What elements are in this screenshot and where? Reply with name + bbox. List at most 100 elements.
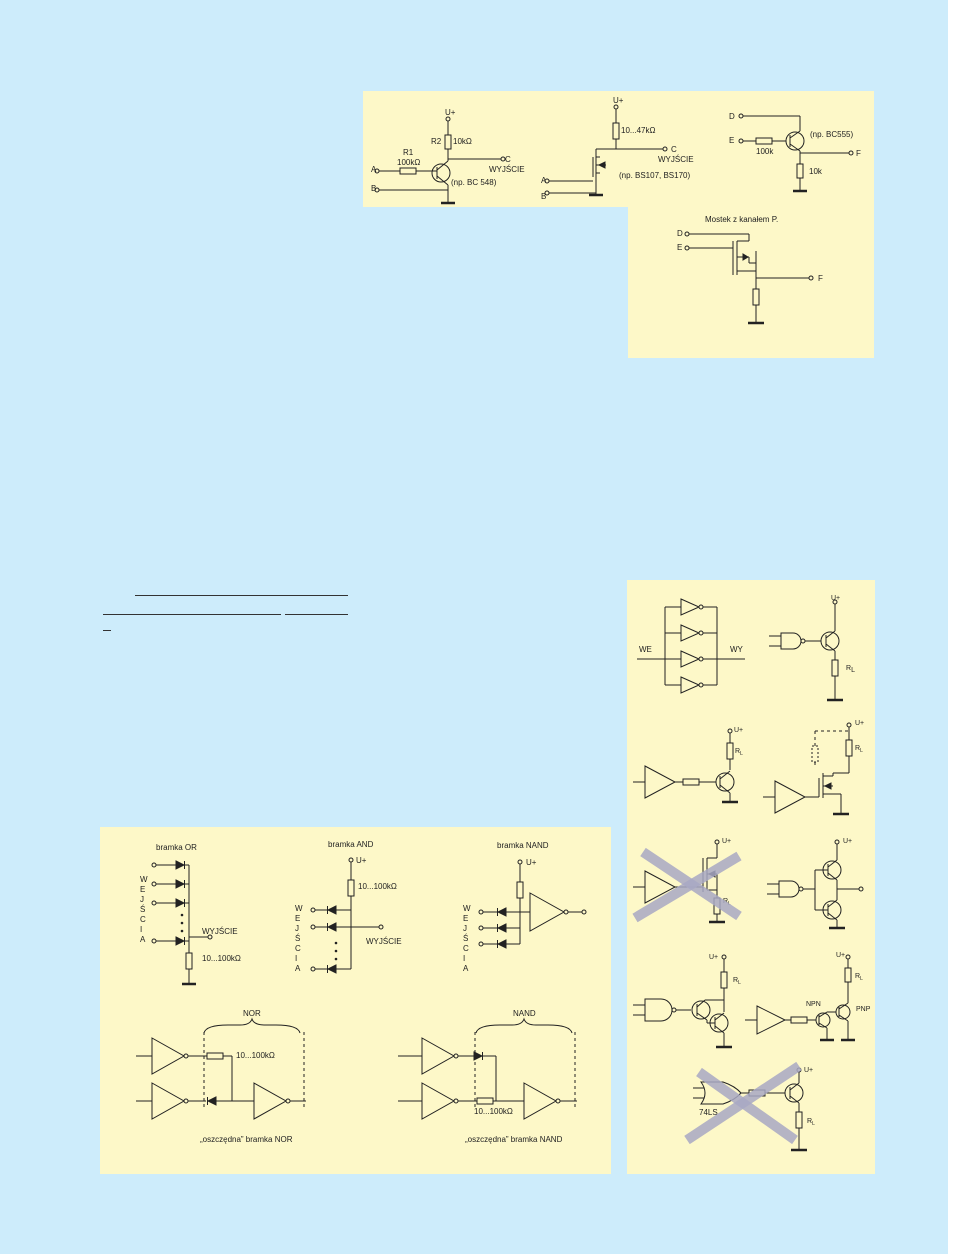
- mos-r-value: 10...47kΩ: [621, 126, 655, 135]
- mos-out-label: WYJŚCIE: [658, 155, 694, 164]
- npn-in-a: A: [371, 165, 377, 174]
- pch-out-f: F: [818, 274, 823, 283]
- svg-text:I: I: [140, 925, 142, 934]
- pnp-out-f: F: [856, 149, 861, 158]
- nor2-r-value: 10...100kΩ: [236, 1051, 275, 1060]
- pnp-in-d: D: [729, 112, 735, 121]
- npn-label: NPN: [806, 1001, 821, 1008]
- rl-label-2: R: [735, 748, 740, 755]
- pnp-in-e: E: [729, 136, 734, 145]
- right-margin-strip: [948, 0, 977, 1254]
- svg-text:RL: RL: [735, 748, 743, 757]
- svg-text:W: W: [295, 904, 303, 913]
- svg-text:Ś: Ś: [295, 934, 300, 943]
- r2-label: R2: [431, 137, 442, 146]
- pnp-label: PNP: [856, 1006, 871, 1013]
- ic-label: 74LS: [699, 1108, 718, 1117]
- svg-text:I: I: [295, 954, 297, 963]
- mos-part: (np. BS107, BS170): [619, 171, 690, 180]
- nand2-caption: „oszczędna” bramka NAND: [465, 1135, 563, 1144]
- and-vplus: U+: [356, 856, 367, 865]
- and-title: bramka AND: [328, 840, 374, 849]
- rl-sub-3: L: [860, 748, 863, 754]
- npn-vplus-label: U+: [445, 108, 456, 117]
- r1-label: R1: [403, 148, 414, 157]
- r2-vplus: U+: [734, 727, 743, 734]
- text-underline-2: [103, 614, 281, 615]
- pnp-high-side-circuit: D E 100k F 10k (np. BC555): [729, 112, 861, 193]
- svg-text:Ś: Ś: [140, 905, 145, 914]
- svg-text:RL: RL: [733, 977, 741, 986]
- r2-value: 10kΩ: [453, 137, 472, 146]
- nand2-resistor: [476, 1097, 494, 1105]
- svg-text:E: E: [463, 914, 468, 923]
- r2-resistor: [444, 134, 452, 150]
- svg-text:RL: RL: [807, 1118, 815, 1127]
- svg-text:W: W: [463, 904, 471, 913]
- rl-label-5: R: [733, 977, 738, 984]
- npn-in-b: B: [371, 184, 376, 193]
- pch-resistor: [752, 288, 760, 306]
- parallel-in-label: WE: [639, 645, 652, 654]
- svg-text:C: C: [140, 915, 146, 924]
- pch-in-d: D: [677, 229, 683, 238]
- or-title: bramka OR: [156, 843, 197, 852]
- pch-in-e: E: [677, 243, 682, 252]
- nand2-r-value: 10...100kΩ: [474, 1107, 513, 1116]
- nand-vplus: U+: [526, 858, 537, 867]
- text-underline-4: [103, 630, 111, 631]
- r8-vplus: U+: [804, 1067, 813, 1074]
- svg-text:C: C: [295, 944, 301, 953]
- rl-label-1: R: [846, 665, 851, 672]
- mos-vplus-label: U+: [613, 96, 624, 105]
- pnp-part: (np. BC555): [810, 130, 853, 139]
- mos-out-c: C: [671, 145, 677, 154]
- nand2-title: NAND: [513, 1009, 536, 1018]
- nor2-title: NOR: [243, 1009, 261, 1018]
- and-resistor: [347, 879, 355, 897]
- output-stages-panel: WE WY U+ RL U+ RL: [627, 580, 875, 1174]
- npn-part: (np. BC 548): [451, 178, 497, 187]
- svg-text:E: E: [295, 914, 300, 923]
- parallel-out-label: WY: [730, 645, 744, 654]
- mos-in-b: B: [541, 192, 546, 201]
- crossed-74ls-driver: U+ RL 74LS: [684, 1061, 815, 1152]
- and-npn-driver: U+ RL: [769, 595, 855, 702]
- text-underline-3: [285, 614, 348, 615]
- rl-sub-7: L: [812, 1121, 815, 1127]
- svg-text:RL: RL: [855, 973, 863, 982]
- r1-resistor: [399, 167, 417, 175]
- rl-label-3: R: [855, 745, 860, 752]
- r6-vplus: U+: [709, 954, 718, 961]
- nand-resistor: [516, 881, 524, 899]
- svg-text:W: W: [140, 875, 148, 884]
- rl-sub-1: L: [851, 667, 855, 674]
- r1-value: 100kΩ: [397, 158, 420, 167]
- pnp-base-resistor: [755, 137, 773, 145]
- nor2-resistor: [206, 1052, 224, 1060]
- rl-sub-2: L: [740, 751, 743, 757]
- mos-in-a: A: [541, 176, 547, 185]
- or-resistor: [185, 952, 193, 970]
- svg-text:A: A: [295, 964, 301, 973]
- pnp-load-resistor: [796, 163, 804, 179]
- svg-text:A: A: [463, 964, 469, 973]
- cross-mark-2b: [696, 1067, 798, 1145]
- nand-title: bramka NAND: [497, 841, 549, 850]
- rl-label-6: R: [855, 973, 860, 980]
- or-out-label: WYJŚCIE: [202, 927, 238, 936]
- nand-darlington: U+ RL: [633, 954, 741, 1049]
- parallel-buffers-circuit: WE WY: [637, 598, 745, 694]
- npn-out-c: C: [505, 155, 511, 164]
- rl-label-7: R: [807, 1118, 812, 1125]
- and-r-value: 10...100kΩ: [358, 882, 397, 891]
- nor2-caption: „oszczędna” bramka NOR: [200, 1135, 293, 1144]
- svg-text:J: J: [295, 924, 299, 933]
- npn-open-collector-circuit: U+ R2 10kΩ C WYJŚCIE R1 100kΩ A B (np. B…: [371, 108, 525, 205]
- pch-title: Mostek z kanałem P.: [705, 215, 778, 224]
- svg-text:J: J: [140, 895, 144, 904]
- svg-text:J: J: [463, 924, 467, 933]
- inverter-npn-driver: U+ RL: [633, 727, 743, 804]
